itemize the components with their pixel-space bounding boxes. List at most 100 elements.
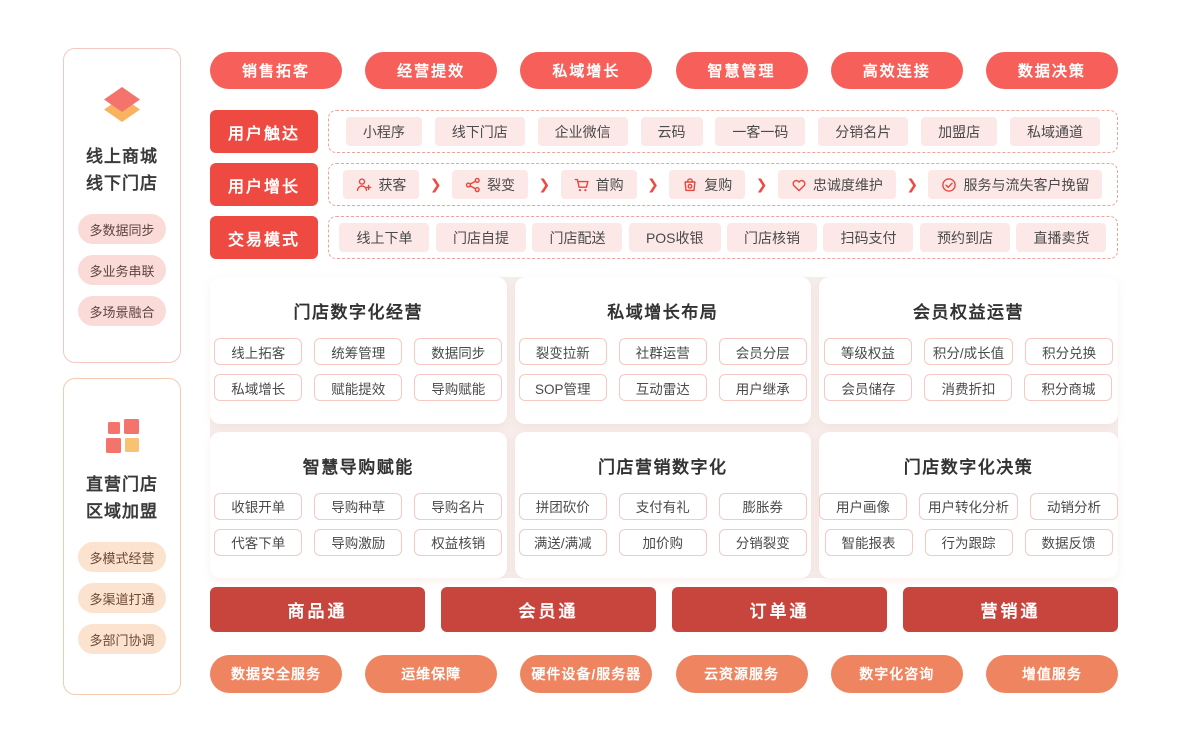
feature-card-title: 门店营销数字化 [598,457,728,477]
trade-chip: 门店配送 [532,223,623,252]
chevron-right-icon: ❯ [755,176,768,192]
feature-chip: 数据同步 [414,338,503,365]
journey-step-first-purchase: 首购 [560,170,637,199]
feature-chip: 满送/满减 [518,528,607,556]
sidebar-tag: 多部门协调 [78,624,166,655]
capability-pill[interactable]: 数据决策 [985,52,1118,89]
journey-step-label: 首购 [595,176,624,193]
trade-chip: 扫码支付 [823,223,914,252]
reach-chip: 云码 [640,117,703,146]
feature-chip: 用户继承 [718,374,807,401]
capability-pill[interactable]: 销售拓客 [210,52,342,89]
sidebar-tag-list: 多模式经营 多渠道打通 多部门协调 [78,542,166,655]
capability-pill[interactable]: 经营提效 [365,52,498,89]
trade-chip: 门店自提 [435,223,526,252]
feature-chip: 拼团砍价 [518,492,607,520]
check-circle-icon [942,177,957,192]
journey-step-fission: 裂变 [452,170,529,199]
feature-chip: 导购名片 [414,492,503,520]
feature-chip: 支付有礼 [618,492,707,520]
hub-member-button[interactable]: 会员通 [441,587,656,632]
trade-chip: 直播卖货 [1016,223,1107,252]
layers-icon [104,87,140,122]
title-line: 直营门店 [86,475,158,494]
sidebar-card-title: 线上商城 线下门店 [86,143,158,197]
reach-chip: 小程序 [345,117,422,146]
capability-pill[interactable]: 智慧管理 [675,52,808,89]
chevron-right-icon: ❯ [647,176,659,192]
hub-order-button[interactable]: 订单通 [672,587,887,632]
trade-mode-box: 线上下单 门店自提 门店配送 POS收银 门店核销 扫码支付 预约到店 直播卖货 [328,216,1118,259]
user-reach-box: 小程序 线下门店 企业微信 云码 一客一码 分销名片 加盟店 私域通道 [328,110,1118,153]
title-line: 线下门店 [86,174,158,194]
feature-chip: 私域增长 [214,374,303,401]
feature-card-grid: 门店数字化经营 线上拓客 统筹管理 数据同步 私域增长 赋能提效 导购赋能 私域… [210,277,1118,578]
feature-chip: 导购种草 [314,492,403,520]
row-label-user-reach[interactable]: 用户触达 [210,110,318,153]
grid-icon [106,419,139,453]
journey-step-repurchase: 复购 [669,170,746,199]
feature-chip: 行为跟踪 [924,528,1013,556]
feature-chip: 消费折扣 [924,374,1013,401]
feature-chip: 会员储存 [824,374,913,401]
user-growth-row: 用户增长 获客 ❯ 裂变 ❯ 首购 ❯ [210,163,1118,206]
feature-chip: 加价购 [618,528,707,556]
chevron-right-icon: ❯ [538,176,551,192]
service-pill[interactable]: 云资源服务 [675,655,808,693]
feature-card-title: 智慧导购赋能 [302,457,414,477]
journey-step-label: 服务与流失客户挽留 [963,176,1090,193]
trade-chip: 门店核销 [727,223,817,252]
capability-pill-row: 销售拓客 经营提效 私域增长 智慧管理 高效连接 数据决策 [210,52,1118,89]
service-pill[interactable]: 数据安全服务 [210,655,342,693]
feature-card-title: 私域增长布局 [607,303,719,322]
service-pill[interactable]: 增值服务 [985,655,1118,693]
feature-chip: 用户转化分析 [919,492,1018,520]
chevron-right-icon: ❯ [906,176,919,192]
feature-chip: SOP管理 [518,374,607,401]
feature-chip: 会员分层 [718,338,807,365]
feature-card-store-marketing: 门店营销数字化 拼团砍价 支付有礼 膨胀券 满送/满减 加价购 分销裂变 [514,431,811,578]
journey-step-loyalty: 忠诚度维护 [777,170,896,199]
feature-chip: 动销分析 [1030,492,1118,520]
feature-chip: 积分商城 [1024,374,1113,401]
bag-icon [684,177,696,191]
hub-goods-button[interactable]: 商品通 [210,587,425,632]
row-label-user-growth[interactable]: 用户增长 [210,163,318,206]
reach-chip: 私域通道 [1010,117,1100,146]
service-pill[interactable]: 数字化咨询 [830,655,963,693]
sidebar-card-online-mall: 线上商城 线下门店 多数据同步 多业务串联 多场景融合 [63,48,181,363]
capability-pill[interactable]: 私域增长 [520,52,653,89]
trade-mode-row: 交易模式 线上下单 门店自提 门店配送 POS收银 门店核销 扫码支付 预约到店… [210,216,1118,259]
trade-chip: 线上下单 [339,223,430,252]
feature-card-store-decision: 门店数字化决策 用户画像 用户转化分析 动销分析 智能报表 行为跟踪 数据反馈 [819,431,1118,578]
share-icon [465,177,480,192]
journey-step-label: 裂变 [487,176,516,193]
feature-chip: 社群运营 [618,338,707,365]
feature-chip: 收银开单 [214,492,303,520]
feature-card-store-digital-operation: 门店数字化经营 线上拓客 统筹管理 数据同步 私域增长 赋能提效 导购赋能 [210,277,507,424]
hub-button-row: 商品通 会员通 订单通 营销通 [210,587,1118,632]
hub-marketing-button[interactable]: 营销通 [903,587,1118,632]
feature-card-private-domain-growth: 私域增长布局 裂变拉新 社群运营 会员分层 SOP管理 互动雷达 用户继承 [514,277,811,424]
feature-card-smart-guide: 智慧导购赋能 收银开单 导购种草 导购名片 代客下单 导购激励 权益核销 [210,431,507,578]
reach-chip: 分销名片 [818,117,909,146]
feature-chip: 智能报表 [824,528,913,556]
trade-chip: 预约到店 [919,223,1010,252]
cart-icon [574,178,589,191]
feature-card-title: 门店数字化经营 [293,303,423,322]
reach-chip: 企业微信 [537,117,628,146]
feature-chip: 膨胀券 [718,492,807,520]
row-label-trade-mode[interactable]: 交易模式 [210,216,318,259]
sidebar-tag: 多场景融合 [78,296,166,327]
heart-icon [792,179,806,191]
service-pill[interactable]: 硬件设备/服务器 [520,655,653,693]
capability-pill[interactable]: 高效连接 [830,52,963,89]
journey-step-label: 获客 [378,176,407,193]
sidebar-tag: 多模式经营 [78,542,166,573]
sidebar-card-stores: 直营门店 区域加盟 多模式经营 多渠道打通 多部门协调 [63,378,181,695]
service-pill[interactable]: 运维保障 [365,655,498,693]
title-line: 区域加盟 [86,502,158,522]
journey-step-acquire: 获客 [343,170,420,199]
feature-card-member-benefits: 会员权益运营 等级权益 积分/成长值 积分兑换 会员储存 消费折扣 积分商城 [819,277,1118,424]
user-growth-box: 获客 ❯ 裂变 ❯ 首购 ❯ 复购 [328,163,1118,206]
